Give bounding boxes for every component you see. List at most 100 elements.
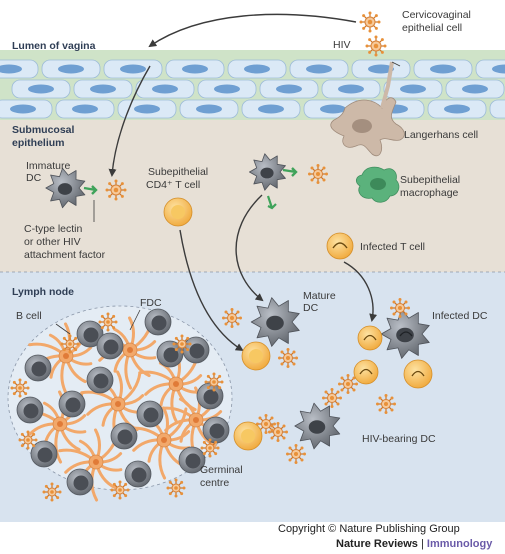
lumen-region [0, 0, 505, 50]
lectin-label-line2: or other HIV [24, 236, 81, 248]
epithelial-cell [241, 99, 301, 119]
subepithelial-cd4-t-cell [163, 197, 193, 227]
hiv-virus-icon [322, 388, 342, 408]
hiv-virus-icon [60, 334, 80, 354]
journal-name: Nature Reviews [336, 538, 418, 550]
hiv-particles [105, 11, 410, 464]
b-cell [30, 440, 58, 468]
fdc-cell [28, 322, 93, 396]
fdc-cell [58, 428, 123, 502]
epithelial-cell-label-line1: Cervicovaginal [402, 9, 471, 21]
b-cell [76, 320, 104, 348]
t-cell [241, 341, 271, 371]
infected-t-cell [326, 232, 354, 260]
epithelial-leader [391, 61, 401, 67]
dc-with-virus [249, 153, 286, 191]
epithelial-cell [427, 99, 487, 119]
hiv-virus-icon [172, 334, 192, 354]
epithelial-cell [103, 59, 163, 79]
b-cell-leader [55, 323, 71, 335]
macrophage-label-line2: macrophage [400, 187, 459, 199]
epithelial-cell [489, 99, 505, 119]
epithelial-cell [413, 59, 473, 79]
b-cell [156, 340, 184, 368]
epithelial-cell [179, 99, 239, 119]
submucosal-label-line2: epithelium [12, 137, 65, 149]
fdc-cell [80, 370, 145, 444]
b-cell [124, 460, 152, 488]
lymph-t-cells [233, 325, 433, 451]
hiv-bearing-dc [294, 402, 341, 450]
copyright-line: Copyright © Nature Publishing Group [278, 523, 460, 535]
submucosal-label-line1: Submucosal [12, 124, 75, 136]
hiv-virus-icon [166, 478, 186, 498]
b-cell [178, 446, 206, 474]
hiv-virus-icon [308, 164, 328, 184]
cd4-label-line2: CD4⁺ T cell [146, 179, 200, 191]
journal-section: Immunology [426, 538, 493, 550]
immature-dc-label-line1: Immature [26, 160, 71, 172]
publisher-text: Nature Publishing Group [339, 523, 460, 535]
hiv-virus-icon [278, 348, 298, 368]
mature-dc-label-line2: DC [303, 302, 319, 314]
copyright-text: Copyright © [278, 523, 337, 535]
journal-separator: | [421, 538, 424, 550]
c-type-lectin-icon [83, 185, 98, 195]
fdc-leader [129, 309, 141, 331]
journal-line: Nature Reviews | Immunology [336, 538, 492, 550]
epithelial-cell [289, 59, 349, 79]
epithelial-cell-layer [0, 59, 505, 119]
epithelial-cell [165, 59, 225, 79]
hiv-virus-icon [286, 444, 306, 464]
submucosa-region [0, 120, 505, 272]
b-cell [96, 332, 124, 360]
cd4-label-line1: Subepithelial [148, 166, 208, 178]
immature-dc-label-line2: DC [26, 172, 42, 184]
epithelial-cell [117, 99, 177, 119]
hiv-virus-icon [359, 11, 381, 33]
macrophage-label-line1: Subepithelial [400, 174, 460, 186]
arrow-tcell-to-lymph [179, 229, 244, 352]
b-cell [24, 354, 52, 382]
b-cell [86, 366, 114, 394]
b-cell [202, 416, 230, 444]
lectin-label-line1: C-type lectin [24, 223, 83, 235]
epithelial-cell-label-line2: epithelial cell [402, 22, 462, 34]
epithelial-cell [445, 79, 505, 99]
hiv-virus-icon [110, 480, 130, 500]
b-cell [16, 396, 44, 424]
arrow-infected-t [343, 261, 378, 322]
t-cell [233, 421, 263, 451]
germinal-centre-cells [10, 308, 230, 502]
epithelial-cell [73, 79, 133, 99]
hiv-virus-icon [365, 35, 387, 57]
hiv-virus-icon [42, 482, 62, 502]
infected-t-cell [357, 325, 383, 351]
infected-t-cell-label: Infected T cell [360, 241, 425, 253]
b-cell [144, 308, 172, 336]
hiv-virus-icon [105, 179, 127, 201]
hiv-virus-icon [390, 298, 410, 318]
epithelial-cell [11, 79, 71, 99]
hiv-virus-icon [268, 422, 288, 442]
epithelial-cell [135, 79, 195, 99]
immature-dc [45, 167, 86, 209]
hiv-virus-icon [10, 378, 30, 398]
lectin-on-dc-icon [266, 167, 298, 210]
hiv-virus-icon [338, 374, 358, 394]
germinal-label-line1: Germinal [200, 464, 243, 476]
epithelial-cell [383, 79, 443, 99]
epithelial-cell [197, 79, 257, 99]
epithelial-cell [321, 79, 381, 99]
hiv-virus-icon [18, 430, 38, 450]
langerhans-label: Langerhans cell [404, 129, 478, 141]
mature-dc [250, 297, 300, 347]
epithelial-cell [0, 99, 53, 119]
hiv-virus-icon [200, 438, 220, 458]
epithelial-cell [227, 59, 287, 79]
infected-dc-label: Infected DC [432, 310, 488, 322]
hiv-virus-icon [222, 308, 242, 328]
lymph-node-label: Lymph node [12, 286, 74, 298]
